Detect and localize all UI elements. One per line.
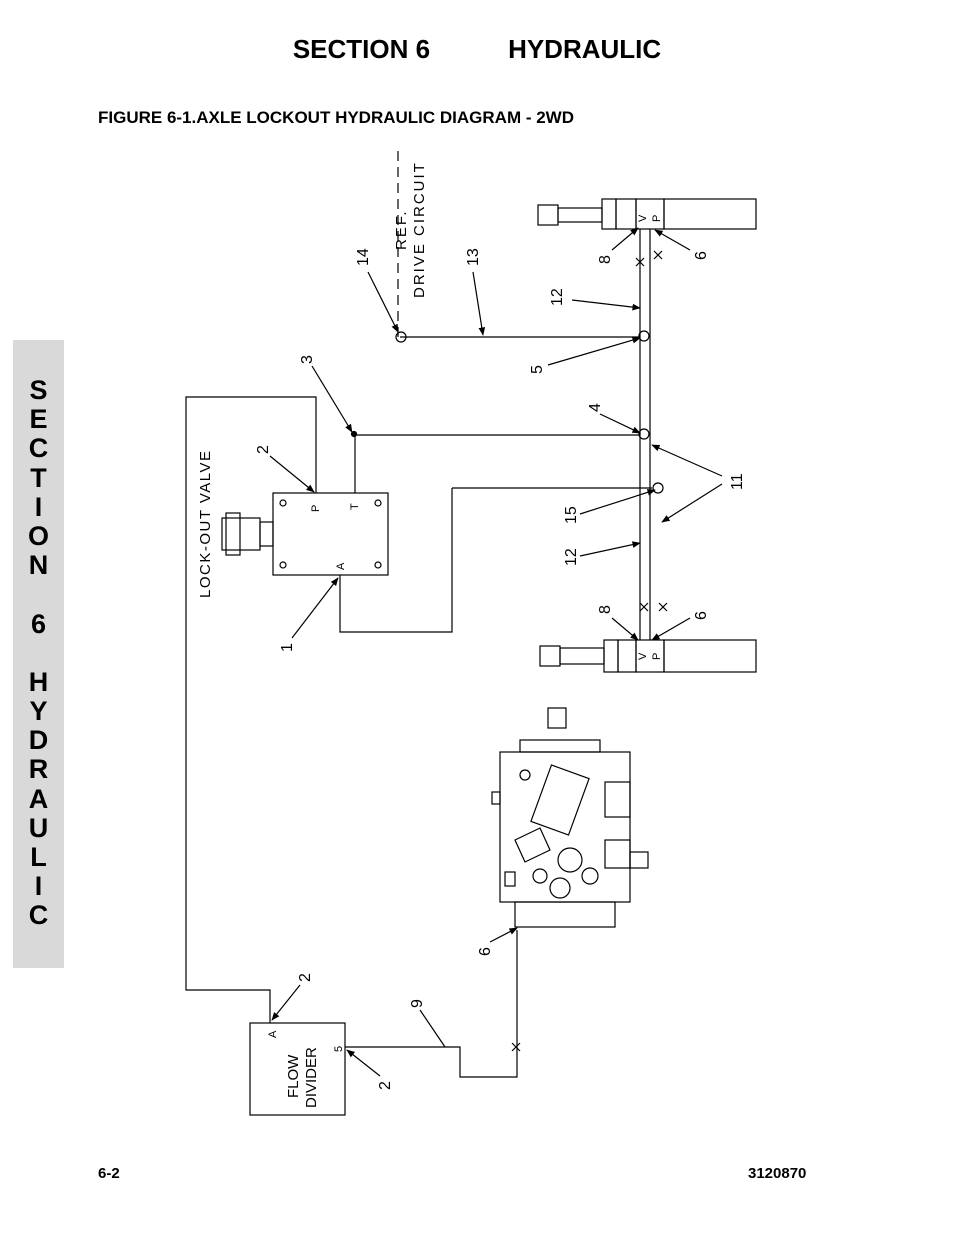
bottom-cyl-port-p: P bbox=[651, 653, 663, 660]
callout-13: 13 bbox=[465, 248, 482, 266]
flow-divider-label-1: FLOW bbox=[285, 1054, 302, 1098]
top-cyl-port-p: P bbox=[651, 215, 663, 222]
side-tab-letter: N bbox=[28, 550, 49, 581]
callout-8a: 8 bbox=[597, 255, 614, 264]
document-number: 3120870 bbox=[748, 1165, 807, 1182]
callout-1: 1 bbox=[279, 643, 296, 652]
bottom-cyl-port-v: V bbox=[637, 652, 649, 660]
callout-9: 9 bbox=[409, 999, 426, 1008]
top-cyl-port-v: V bbox=[637, 214, 649, 222]
side-tab-letter: A bbox=[28, 783, 49, 814]
callout-14: 14 bbox=[355, 248, 372, 266]
side-tab-letter: Y bbox=[29, 696, 48, 727]
callout-12b: 12 bbox=[563, 548, 580, 566]
side-tab-letter: T bbox=[30, 462, 47, 493]
pump-assembly bbox=[491, 707, 649, 928]
callout-4: 4 bbox=[587, 403, 604, 412]
flow-divider bbox=[249, 1022, 346, 1116]
callout-5: 5 bbox=[529, 365, 546, 374]
callout-2b: 2 bbox=[297, 973, 314, 982]
page-header: SECTION 6 HYDRAULIC bbox=[0, 34, 954, 65]
side-tab-letter: I bbox=[34, 491, 43, 522]
section-number: SECTION 6 bbox=[292, 34, 431, 64]
side-tab-letter: C bbox=[28, 433, 49, 464]
ref-label: REF. bbox=[393, 209, 410, 250]
side-tab-letter: E bbox=[29, 404, 48, 435]
side-tab-letter: C bbox=[28, 900, 49, 931]
figure-title: FIGURE 6-1.AXLE LOCKOUT HYDRAULIC DIAGRA… bbox=[98, 108, 574, 127]
callout-12a: 12 bbox=[549, 288, 566, 306]
side-tab-letter: L bbox=[30, 842, 47, 872]
hydraulic-lines bbox=[185, 150, 652, 1078]
section-title: HYDRAULIC bbox=[508, 34, 662, 64]
bottom-axle-cylinder bbox=[539, 639, 757, 673]
divider-port-5: 5 bbox=[333, 1046, 345, 1052]
callout-6a: 6 bbox=[693, 251, 710, 260]
valve-port-a: A bbox=[335, 562, 347, 570]
callout-2a: 2 bbox=[255, 445, 272, 454]
side-tab-letter: O bbox=[27, 520, 49, 551]
flow-divider-label-2: DIVIDER bbox=[303, 1047, 320, 1108]
side-tab-letter: I bbox=[34, 871, 43, 902]
lockout-valve bbox=[221, 492, 389, 576]
callout-15: 15 bbox=[563, 506, 580, 524]
callout-11: 11 bbox=[729, 473, 746, 490]
valve-port-t: T bbox=[349, 503, 361, 510]
drive-circuit-label: DRIVE CIRCUIT bbox=[411, 161, 428, 298]
lockout-valve-label: LOCK-OUT VALVE bbox=[197, 449, 214, 598]
divider-port-a: A bbox=[267, 1030, 279, 1038]
side-tab-letter: H bbox=[28, 666, 49, 697]
page-number: 6-2 bbox=[98, 1165, 120, 1182]
valve-port-p: P bbox=[310, 505, 322, 512]
callout-6b: 6 bbox=[693, 611, 710, 620]
callout-8b: 8 bbox=[597, 605, 614, 614]
callout-6c: 6 bbox=[477, 947, 494, 956]
callout-2c: 2 bbox=[377, 1081, 394, 1090]
callout-3: 3 bbox=[299, 355, 316, 364]
top-axle-cylinder bbox=[537, 198, 757, 230]
side-tab-letter: U bbox=[28, 812, 49, 843]
side-tab-letter: R bbox=[28, 754, 49, 785]
side-tab-letter: D bbox=[28, 725, 49, 756]
side-tab-letter: 6 bbox=[30, 608, 47, 639]
side-tab-letter: S bbox=[29, 375, 48, 405]
